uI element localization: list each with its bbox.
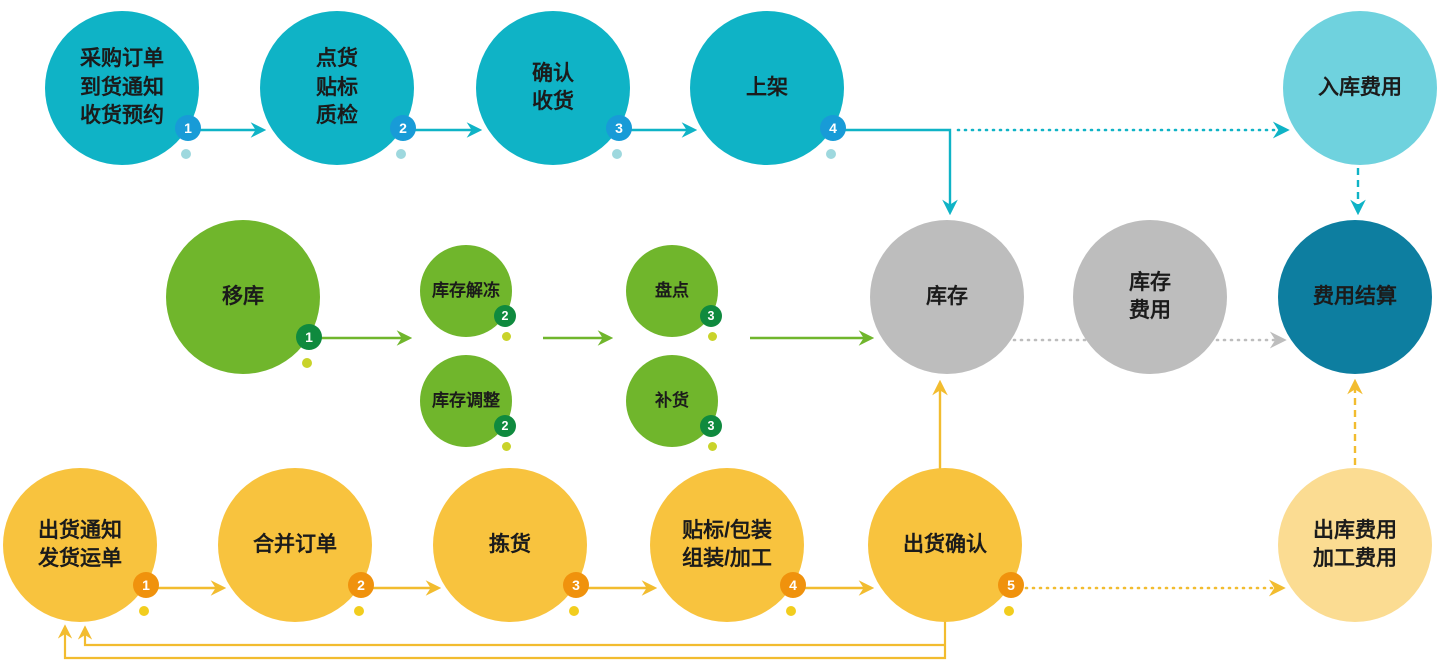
inventory-count-circle: 盘点 3 [626,245,722,341]
inventory-move-circle: 移库 1 [166,220,322,374]
step-number-badge: 2 [348,572,374,598]
step-dot [139,606,149,616]
inventory-adjust-circle: 库存调整 2 [420,355,516,451]
inventory-op-label: 盘点 [655,280,689,300]
fee-settlement-circle: 费用结算 [1278,220,1432,374]
step-dot [502,332,511,341]
inbound-fee-circle: 入库费用 [1283,11,1437,165]
arrow-shelving-to-stock [840,128,958,216]
step-number-badge: 2 [390,115,416,141]
outbound-step-picking-circle: 拣货 3 [433,468,589,622]
outbound-fee-label: 出库费用 加工费用 [1313,518,1397,570]
inventory-op-label: 库存解冻 [432,280,500,300]
outbound-step-ship-notice-circle: 出货通知 发货运单 1 [3,468,159,622]
step-dot [569,606,579,616]
inventory-unfreeze-circle: 库存解冻 2 [420,245,516,341]
inbound-step-label: 点货 贴标 质检 [316,47,358,128]
outbound-step-label: 出货确认 [903,532,987,556]
outbound-step-label: 拣货 [489,532,531,556]
inbound-step-label: 采购订单 到货通知 收货预约 [80,47,164,128]
outbound-step-label: 贴标/包装 组装/加工 [682,518,772,570]
inbound-fee-label: 入库费用 [1318,75,1402,99]
step-dot [181,149,191,159]
step-number-badge: 3 [563,572,589,598]
inventory-move-label: 移库 [222,284,264,308]
step-dot [354,606,364,616]
fee-settlement-label: 费用结算 [1313,284,1397,308]
step-number-badge: 3 [606,115,632,141]
outbound-step-label: 合并订单 [253,532,337,556]
step-number-badge: 2 [494,415,516,437]
stock-label: 库存 [926,284,968,308]
stock-fee-circle: 库存 费用 [1073,220,1227,374]
step-dot [826,149,836,159]
outbound-step-ship-confirm-circle: 出货确认 5 [868,468,1024,622]
inbound-step-confirm-receipt-circle: 确认 收货 3 [476,11,632,165]
step-dot [1004,606,1014,616]
outbound-fee-circle: 出库费用 加工费用 [1278,468,1432,622]
inbound-step-shelving-circle: 上架 4 [690,11,846,165]
step-number-badge: 1 [133,572,159,598]
step-number-badge: 1 [296,324,322,350]
outbound-step-merge-orders-circle: 合并订单 2 [218,468,374,622]
inbound-step-check-label-qc-circle: 点货 贴标 质检 2 [260,11,416,165]
inbound-step-label: 上架 [746,75,788,99]
step-number-badge: 1 [175,115,201,141]
loop-shipconfirm-to-notice-inner [77,625,945,647]
step-dot [708,332,717,341]
inbound-step-purchase-order-circle: 采购订单 到货通知 收货预约 1 [45,11,201,165]
step-dot [786,606,796,616]
stock-circle: 库存 [870,220,1024,374]
stock-fee-label: 库存 费用 [1129,270,1171,322]
step-number-badge: 3 [700,305,722,327]
step-number-badge: 2 [494,305,516,327]
step-number-badge: 3 [700,415,722,437]
outbound-step-label-pack-circle: 贴标/包装 组装/加工 4 [650,468,806,622]
loop-shipconfirm-to-notice-outer [57,621,947,660]
outbound-step-label: 出货通知 发货运单 [38,518,122,570]
inbound-step-label: 确认 收货 [532,61,574,113]
inventory-replenish-circle: 补货 3 [626,355,722,451]
inventory-op-label: 补货 [655,390,689,410]
step-dot [502,442,511,451]
step-dot [612,149,622,159]
step-number-badge: 4 [780,572,806,598]
step-number-badge: 4 [820,115,846,141]
inventory-op-label: 库存调整 [432,390,500,410]
step-dot [396,149,406,159]
step-dot [708,442,717,451]
step-number-badge: 5 [998,572,1024,598]
step-dot [302,358,312,368]
